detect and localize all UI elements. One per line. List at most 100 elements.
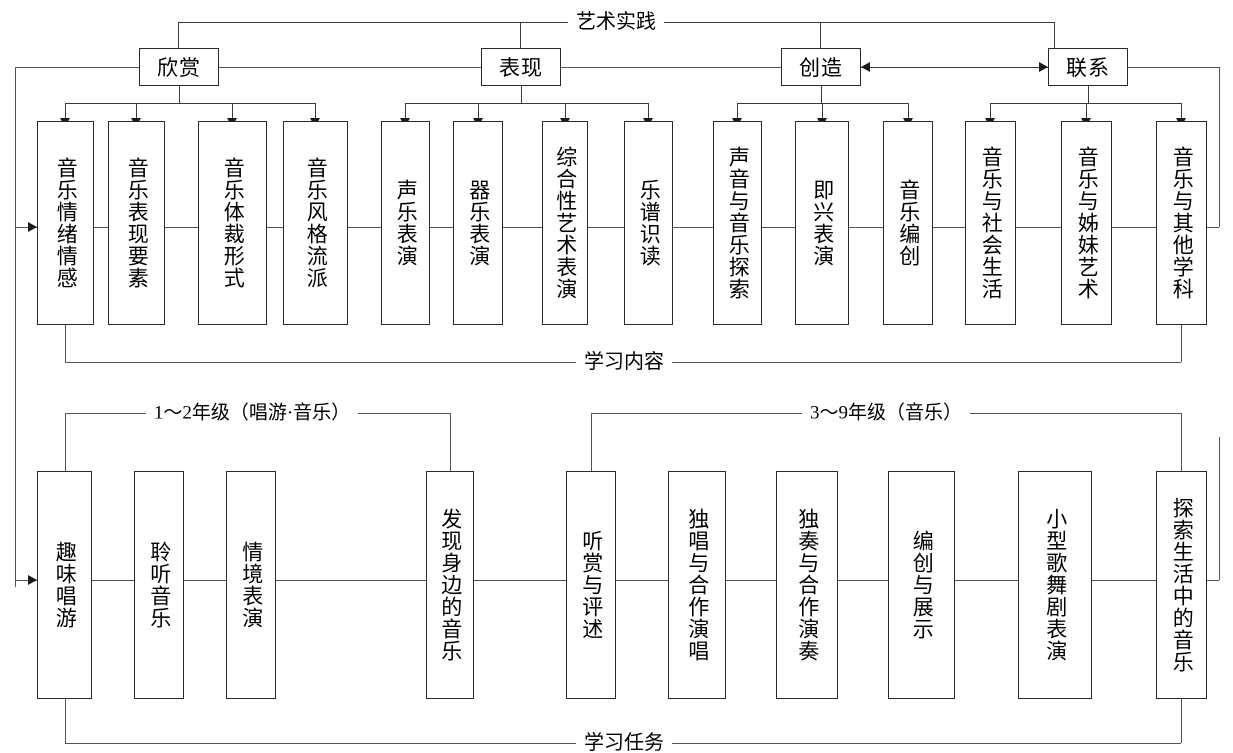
right-rail-lower-vertical: [1219, 437, 1220, 580]
fanout-appreciate-drop-3: [232, 103, 233, 121]
content-box-14[interactable]: 音乐与其他学科: [1156, 121, 1207, 325]
content-label-12: 音乐与社会生活: [979, 146, 1004, 300]
domain-box-connect[interactable]: 联系: [1048, 48, 1128, 86]
task-chain-3: [276, 580, 426, 581]
content-label-6: 器乐表演: [466, 179, 491, 267]
grade-bracket-upper-stem-right: [1181, 413, 1182, 471]
task-box-3[interactable]: 情境表演: [226, 471, 276, 699]
arrow-into-first-task-box: [28, 575, 37, 585]
fanout-connect-drop-2: [1086, 103, 1087, 121]
task-box-10[interactable]: 探索生活中的音乐: [1156, 471, 1207, 699]
task-chain-8: [955, 580, 1018, 581]
grade-bracket-lower-stem-right: [450, 413, 451, 471]
task-box-8[interactable]: 编创与展示: [888, 471, 955, 699]
task-label-8: 编创与展示: [910, 530, 935, 640]
right-rail-into-last-task-box: [1207, 580, 1219, 581]
task-box-5[interactable]: 听赏与评述: [566, 471, 616, 699]
fanout-connect-drop-3: [1181, 103, 1182, 121]
task-box-7[interactable]: 独奏与合作演奏: [776, 471, 838, 699]
content-box-8[interactable]: 乐谱识读: [624, 121, 673, 325]
domain-label-express: 表现: [499, 56, 543, 80]
content-box-11[interactable]: 音乐编创: [883, 121, 933, 325]
task-box-9[interactable]: 小型歌舞剧表演: [1018, 471, 1092, 699]
fanout-create-drop-2: [822, 103, 823, 121]
content-box-4[interactable]: 音乐风格流派: [283, 121, 348, 325]
content-box-9[interactable]: 声音与音乐探索: [713, 121, 762, 325]
content-label-10: 即兴表演: [810, 179, 835, 267]
arrow-into-first-content-box: [28, 222, 37, 232]
content-box-1[interactable]: 音乐情绪情感: [37, 121, 94, 325]
fanout-express-drop-2: [478, 103, 479, 121]
domain-label-create: 创造: [799, 56, 843, 80]
domain-label-appreciate: 欣赏: [157, 56, 201, 80]
grade-bracket-upper-stem-left: [591, 413, 592, 471]
content-chain-2: [165, 227, 198, 228]
arrow-into-connect-box: [1039, 62, 1048, 72]
task-chain-9: [1092, 580, 1156, 581]
content-chain-10: [849, 227, 883, 228]
task-label-1: 趣味唱游: [53, 541, 78, 629]
content-chain-13: [1112, 227, 1156, 228]
left-rail-vertical: [15, 67, 16, 587]
domain-box-create[interactable]: 创造: [781, 48, 861, 86]
arrow-into-create-box: [861, 62, 870, 72]
bottom-label-learning-task: 学习任务: [576, 733, 672, 753]
mid-collector-stem-right: [1181, 325, 1182, 362]
content-box-6[interactable]: 器乐表演: [453, 121, 503, 325]
fanout-create-drop-1: [737, 103, 738, 121]
content-box-3[interactable]: 音乐体裁形式: [198, 121, 267, 325]
content-label-3: 音乐体裁形式: [221, 157, 246, 289]
mid-collector-stem-left: [65, 325, 66, 362]
task-chain-4: [474, 580, 566, 581]
task-chain-7: [838, 580, 888, 581]
domain-label-connect: 联系: [1066, 56, 1110, 80]
content-chain-6: [503, 227, 542, 228]
top-drop-connect: [1054, 22, 1055, 48]
mid-label-learning-content: 学习内容: [576, 352, 672, 372]
content-chain-3: [267, 227, 283, 228]
domain-box-express[interactable]: 表现: [481, 48, 561, 86]
content-label-1: 音乐情绪情感: [54, 157, 79, 289]
task-chain-2: [184, 580, 226, 581]
fanout-appreciate-drop-2: [136, 103, 137, 121]
task-box-6[interactable]: 独唱与合作演唱: [668, 471, 726, 699]
content-box-2[interactable]: 音乐表现要素: [108, 121, 165, 325]
content-chain-1: [94, 227, 108, 228]
task-chain-entry: [15, 580, 37, 581]
task-label-9: 小型歌舞剧表演: [1043, 508, 1068, 662]
task-label-3: 情境表演: [239, 541, 264, 629]
task-box-2[interactable]: 聆听音乐: [134, 471, 184, 699]
fanout-appreciate-stem: [179, 86, 180, 103]
task-chain-6: [726, 580, 776, 581]
content-box-13[interactable]: 音乐与姊妹艺术: [1061, 121, 1112, 325]
domain-box-appreciate[interactable]: 欣赏: [139, 48, 219, 86]
content-box-7[interactable]: 综合性艺术表演: [542, 121, 588, 325]
task-label-10: 探索生活中的音乐: [1170, 497, 1195, 673]
content-box-10[interactable]: 即兴表演: [795, 121, 849, 325]
fanout-appreciate: [65, 103, 315, 104]
content-chain-entry: [15, 227, 37, 228]
grade-label-lower: 1～2年级（唱游·音乐）: [145, 403, 359, 423]
bottom-collector-stem-right: [1181, 699, 1182, 743]
domain-link-appreciate-express: [219, 67, 481, 68]
fanout-express: [405, 103, 648, 104]
fanout-express-drop-3: [565, 103, 566, 121]
grade-label-upper: 3～9年级（音乐）: [801, 403, 971, 423]
task-chain-5: [616, 580, 668, 581]
content-box-5[interactable]: 声乐表演: [381, 121, 430, 325]
fanout-connect-stem: [1088, 86, 1089, 103]
content-label-14: 音乐与其他学科: [1170, 146, 1195, 300]
fanout-express-stem: [521, 86, 522, 103]
content-label-13: 音乐与姊妹艺术: [1075, 146, 1100, 300]
top-drop-appreciate: [178, 22, 179, 48]
content-label-7: 综合性艺术表演: [553, 146, 578, 300]
content-chain-12: [1016, 227, 1061, 228]
task-box-4[interactable]: 发现身边的音乐: [426, 471, 474, 699]
right-rail-top-segment: [1128, 67, 1220, 68]
content-box-12[interactable]: 音乐与社会生活: [965, 121, 1016, 325]
fanout-create-drop-3: [908, 103, 909, 121]
content-label-9: 声音与音乐探索: [726, 146, 751, 300]
task-box-1[interactable]: 趣味唱游: [37, 471, 92, 699]
bottom-collector-stem-left: [65, 699, 66, 743]
